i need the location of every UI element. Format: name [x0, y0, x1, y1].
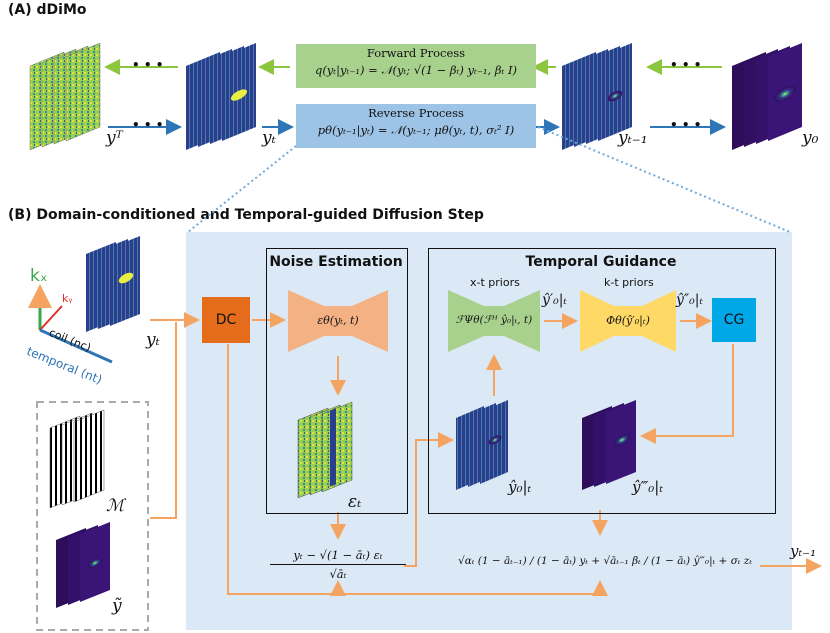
- reverse-process-box: Reverse Process pθ(yₜ₋₁|yₜ) = 𝒩(yₜ₋₁; μθ…: [296, 105, 536, 139]
- label-y0: y₀: [802, 128, 819, 148]
- input-yt-label: yₜ: [146, 330, 160, 350]
- y0t-tprime-label: ŷ‴₀|ₜ: [632, 478, 664, 496]
- section-b-title: (B) Domain-conditioned and Temporal-guid…: [8, 207, 484, 223]
- forward-formula: q(yₜ|yₜ₋₁) = 𝒩(yₜ; √(1 − βₜ) yₜ₋₁, βₜ I): [314, 63, 518, 77]
- kt-model-label: Φθ(ŷ′₀|ₜ): [606, 314, 650, 327]
- stack-yt-1: [562, 43, 632, 150]
- mask-label: ℳ: [106, 496, 125, 516]
- cg-block: CG: [712, 298, 756, 342]
- forward-box: [296, 44, 536, 88]
- stack-yT: [29, 42, 101, 151]
- right-equation: √αₜ (1 − āₜ₋₁) / (1 − āₜ) yₜ + √āₜ₋₁ βₜ …: [458, 555, 752, 567]
- xt-model-label: ℱΨθ(ℱᴴ ŷ₀|ₜ, t): [455, 314, 533, 326]
- left-eq-numerator: yₜ − √(1 − āₜ) εₜ: [270, 548, 406, 565]
- forward-process-box: Forward Process q(yₜ|yₜ₋₁) = 𝒩(yₜ; √(1 −…: [296, 45, 536, 79]
- label-yT: yᵀ: [106, 128, 123, 148]
- forward-label: Forward Process: [366, 46, 466, 60]
- ellipsis-1: • • •: [132, 58, 164, 72]
- input-stack: [86, 236, 140, 332]
- stack-yt: [186, 43, 256, 150]
- y0t-tprime-stack: [582, 400, 636, 490]
- output-label: yₜ₋₁: [790, 542, 817, 560]
- epsilon-stack: [297, 401, 353, 499]
- mask-stack: [49, 409, 105, 509]
- ellipsis-4: • • •: [670, 118, 702, 132]
- left-eq-denominator: √āₜ: [329, 567, 347, 581]
- dc-block: DC: [202, 297, 250, 343]
- stack-y0: [732, 43, 802, 150]
- inputs-dashed-box: [36, 401, 149, 631]
- axis-ky: kᵧ: [62, 292, 73, 305]
- reverse-label: Reverse Process: [368, 106, 464, 120]
- ytilde-label: ỹ: [112, 596, 122, 616]
- noise-model-label: εθ(yₜ, t): [317, 314, 359, 327]
- ytilde-stack: [56, 522, 110, 608]
- epsilon-t-label: εₜ: [348, 492, 362, 512]
- label-yt: yₜ: [262, 128, 276, 148]
- left-equation: yₜ − √(1 − āₜ) εₜ √āₜ: [270, 548, 406, 581]
- y0t-stack: [456, 400, 508, 490]
- reverse-box: [296, 104, 536, 148]
- ellipsis-3: • • •: [670, 58, 702, 72]
- section-a-title: (A) dDiMo: [8, 2, 87, 18]
- kt-priors-label: k-t priors: [604, 276, 654, 289]
- xt-priors-label: x-t priors: [470, 276, 520, 289]
- reverse-formula: pθ(yₜ₋₁|yₜ) = 𝒩(yₜ₋₁; μθ(yₜ, t), σₜ² I): [317, 123, 515, 137]
- noise-estimation-frame: [266, 248, 408, 514]
- axis-kx: kₓ: [30, 266, 48, 286]
- y-dprime-label: ŷ″₀|ₜ: [676, 292, 703, 308]
- y-prime-label: ŷ′₀|ₜ: [542, 292, 567, 308]
- label-yt-1: yₜ₋₁: [618, 128, 648, 148]
- temporal-guidance-frame: [428, 248, 776, 514]
- temporal-guidance-title: Temporal Guidance: [525, 254, 677, 270]
- ellipsis-2: • • •: [132, 118, 164, 132]
- y0t-label: ŷ₀|ₜ: [508, 478, 532, 496]
- noise-estimation-title: Noise Estimation: [269, 254, 403, 270]
